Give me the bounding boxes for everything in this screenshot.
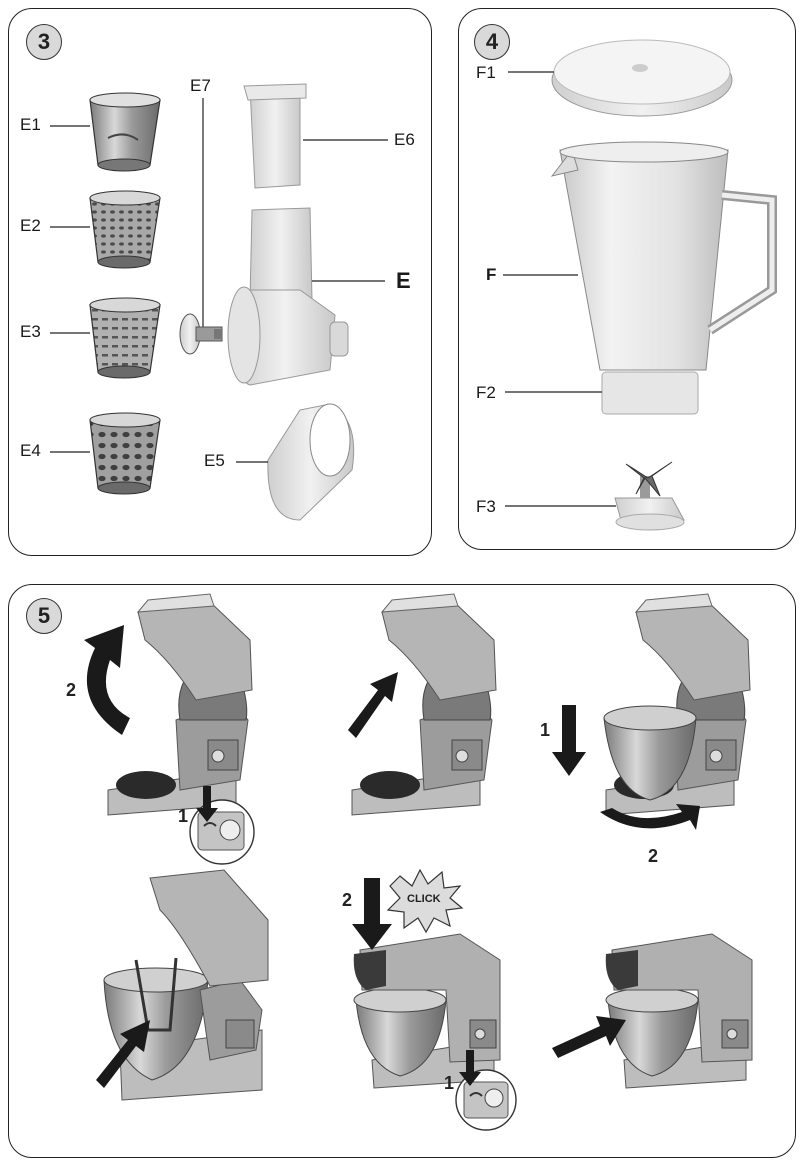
label-f1: F1 [476, 63, 496, 82]
panel-4 [458, 8, 796, 550]
mixing-bowl-icon [603, 705, 697, 801]
blade-f3-icon [505, 461, 685, 531]
step1-arrow-1-label: 1 [178, 806, 189, 826]
panel-4-number: 4 [474, 24, 510, 60]
stand-mixer-bowl-fit-icon [103, 869, 269, 1101]
cone-e5-icon [236, 403, 355, 521]
blender-jar-f-icon [503, 141, 777, 415]
grater-e1-icon [50, 92, 161, 172]
grater-e3-icon [50, 297, 161, 379]
pusher-e6-icon [243, 83, 388, 189]
panel-3 [8, 8, 432, 556]
arrow-icon [84, 625, 700, 1088]
shaft-e7-icon [179, 98, 223, 355]
panel-5-number: 5 [26, 598, 62, 634]
panel-5 [8, 584, 796, 1158]
grater-e2-icon [50, 190, 161, 269]
step3-arrow-1-label: 1 [540, 720, 551, 740]
panel-3-number: 3 [26, 24, 62, 60]
stand-mixer-head-up-icon [107, 593, 253, 816]
label-e6: E6 [394, 130, 415, 149]
label-f2: F2 [476, 383, 496, 402]
step3-arrow-2-label: 2 [648, 846, 659, 866]
click-label: CLICK [407, 893, 441, 905]
step1-arrow-2-label: 2 [66, 680, 77, 700]
label-e1: E1 [20, 115, 41, 134]
label-e2: E2 [20, 216, 41, 235]
label-f3: F3 [476, 497, 496, 516]
label-e: E [396, 268, 411, 293]
label-e4: E4 [20, 441, 41, 460]
step5-arrow-2-label: 2 [342, 890, 353, 910]
label-e7: E7 [190, 76, 211, 95]
click-burst-icon [386, 868, 464, 934]
label-e3: E3 [20, 322, 41, 341]
grater-e4-icon [50, 412, 161, 495]
slicer-housing-e-icon [227, 207, 385, 386]
label-e5: E5 [204, 451, 225, 470]
step5-arrow-1-label: 1 [444, 1073, 455, 1093]
speed-dial-icon [455, 1069, 517, 1131]
label-f: F [486, 265, 497, 284]
stand-mixer-head-down-icon [353, 933, 501, 1089]
lid-f1-icon [508, 39, 733, 117]
